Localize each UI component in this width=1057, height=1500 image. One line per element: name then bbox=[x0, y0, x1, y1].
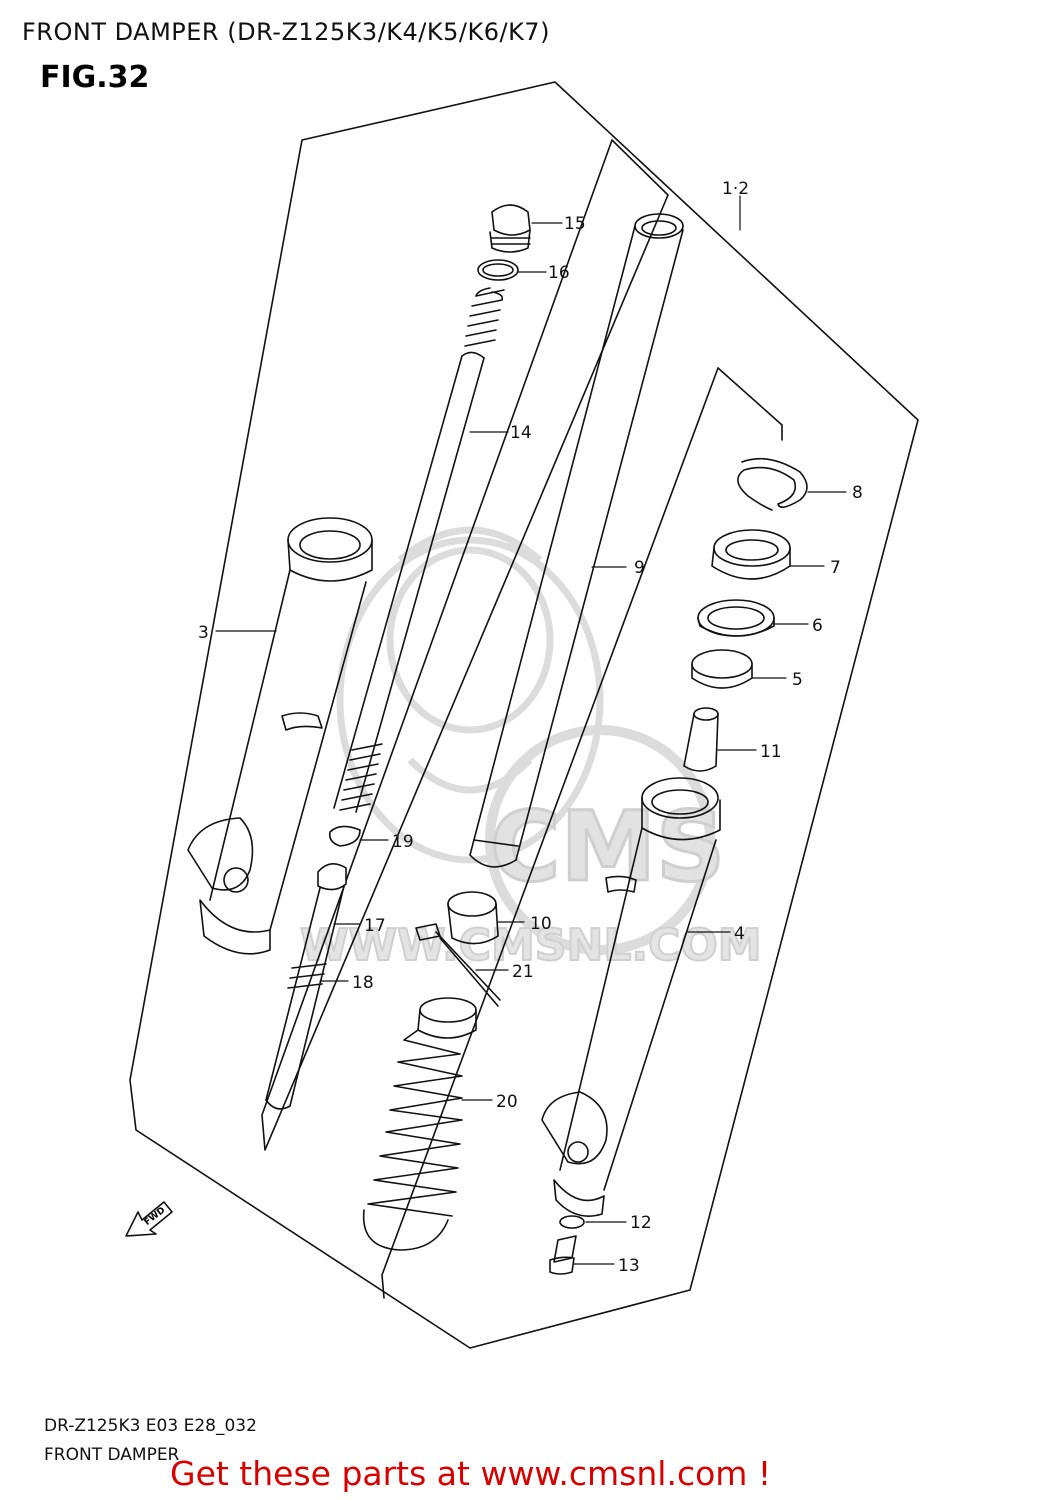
label-part-7: 7 bbox=[830, 558, 841, 578]
label-part-9: 9 bbox=[634, 558, 645, 578]
inner-frame-right bbox=[717, 367, 783, 441]
label-part-21: 21 bbox=[512, 962, 534, 982]
label-part-20: 20 bbox=[496, 1092, 518, 1112]
part-6-washer bbox=[697, 599, 775, 637]
label-part-11: 11 bbox=[760, 742, 782, 762]
part-12-washer bbox=[559, 1215, 585, 1229]
rebound-spring bbox=[339, 743, 383, 811]
label-part-5: 5 bbox=[792, 670, 803, 690]
label-part-15: 15 bbox=[564, 214, 586, 234]
page-title: FRONT DAMPER (DR-Z125K3/K4/K5/K6/K7) bbox=[22, 18, 550, 46]
part-15-cap-bolt bbox=[489, 204, 531, 253]
label-part-19: 19 bbox=[392, 832, 414, 852]
diagram-code: DR-Z125K3 E03 E28_032 bbox=[44, 1416, 257, 1436]
label-part-18: 18 bbox=[352, 973, 374, 993]
label-part-4: 4 bbox=[734, 924, 745, 944]
label-part-16: 16 bbox=[548, 263, 570, 283]
part-21-cable-tie bbox=[415, 923, 501, 1007]
label-part-10: 10 bbox=[530, 914, 552, 934]
label-part-6: 6 bbox=[812, 616, 823, 636]
label-part-17: 17 bbox=[364, 916, 386, 936]
upper-spring bbox=[464, 287, 505, 347]
watermark-url: WWW.CMSNL.COM bbox=[300, 920, 762, 971]
part-19-ring bbox=[328, 825, 361, 847]
label-part-1-2: 1·2 bbox=[722, 179, 749, 199]
part-4-right-outer-tube bbox=[541, 777, 721, 1217]
leader-lines bbox=[215, 195, 847, 1265]
part-8-circlip bbox=[737, 457, 808, 511]
part-7-oil-seal bbox=[711, 529, 791, 580]
cmsnl-parts-link[interactable]: Get these parts at www.cmsnl.com ! bbox=[170, 1454, 772, 1493]
diagram-name: FRONT DAMPER bbox=[44, 1445, 180, 1465]
label-part-13: 13 bbox=[618, 1256, 640, 1276]
fwd-arrow-icon bbox=[125, 1201, 173, 1237]
part-10-bushing bbox=[447, 891, 499, 945]
part-17-lower-rod bbox=[265, 863, 347, 1110]
part-18-spring bbox=[287, 963, 327, 989]
part-13-bolt bbox=[549, 1235, 577, 1275]
figure-label: FIG.32 bbox=[40, 60, 150, 95]
label-part-12: 12 bbox=[630, 1213, 652, 1233]
outer-frame bbox=[129, 81, 919, 1349]
label-part-14: 14 bbox=[510, 423, 532, 443]
label-part-3: 3 bbox=[198, 623, 209, 643]
part-14-damper-rod bbox=[333, 351, 485, 813]
part-11-bump-rubber bbox=[683, 707, 719, 772]
part-3-left-outer-tube bbox=[187, 517, 373, 955]
inner-frame-bottom bbox=[381, 367, 719, 1299]
part-9-inner-tube bbox=[469, 213, 684, 868]
part-20-dust-boot bbox=[362, 997, 477, 1251]
part-5-guide-bushing bbox=[691, 649, 753, 689]
part-number-labels: 1·2 15 16 14 8 7 9 6 3 5 11 19 17 10 4 2… bbox=[143, 179, 863, 1276]
inner-frame bbox=[261, 139, 669, 1151]
label-part-8: 8 bbox=[852, 483, 863, 503]
part-16-o-ring bbox=[477, 259, 519, 281]
